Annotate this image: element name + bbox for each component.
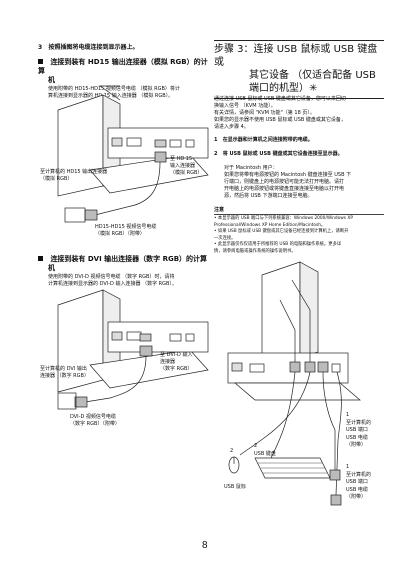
- mac-line-2: 如果您将带有电源按钮的 Macintosh 键盘连接至 USB 下: [224, 172, 352, 178]
- label-dvi-in-3: （数字 RGB）: [160, 365, 192, 372]
- usb-keyboard-label: USB 键盘: [254, 450, 276, 457]
- label-hd15-pc-1: 至计算机的 HD15 输出连接器: [40, 168, 107, 175]
- usb-pc-label-1b: USB 端口: [346, 426, 368, 433]
- section-dvi-title: 连接到装有 DVI 输出连接器（数字 RGB）的计算: [50, 255, 208, 263]
- note-line-6: 情，请参阅电脑或操作系统的操作说明书。: [214, 248, 296, 254]
- usb-pc-label-1a: 至计算机的: [346, 419, 371, 426]
- step-3-text: 按照插图将电缆连接到显示器上。: [48, 44, 139, 51]
- usb-step-2-text: 将 USB 鼠标或 USB 键盘或其它设备连接至显示器。: [222, 151, 343, 157]
- intro-line-1: 通过连接 USB 鼠标或 USB 键盘或其它设备，您可以来回切: [214, 96, 346, 102]
- usb-cable-label-2b: （附带）: [346, 493, 366, 500]
- mac-line-4: 开电脑上的电源按钮或将键盘直接连接至电脑以打开电: [224, 186, 345, 192]
- intro-line-2: 换输入信号 （KVM 功能）。: [214, 103, 276, 109]
- usb-num-1a: 1: [346, 412, 349, 418]
- usb-step-1-text: 在显示器和计算机之间连接附带的电缆。: [222, 137, 313, 143]
- section-dvi-body-1: 使用附带的 DVI-D 视频信号电缆 （数字 RGB）时，请将: [48, 274, 175, 280]
- usb-step-heading: 步骤 3：连接 USB 鼠标或 USB 键盘或 其它设备 （仅适合配备 USB …: [214, 40, 384, 99]
- label-dvi-pc-1: 至计算机的 DVI 输出: [40, 365, 87, 372]
- usb-pc-label-2b: USB 端口: [346, 478, 368, 485]
- usb-num-2b: 2: [230, 448, 233, 454]
- label-dvi-in-1: 至 DVI-D 输入: [160, 351, 193, 358]
- section-dvi: 连接到装有 DVI 输出连接器（数字 RGB）的计算 机 使用附带的 DVI-D…: [38, 255, 208, 288]
- label-dvi-in-2: 连接器: [160, 358, 175, 365]
- page-number: 8: [202, 540, 208, 551]
- macintosh-note: 对于 Macintosh 用户： 如果您将带有电源按钮的 Macintosh 键…: [224, 165, 386, 200]
- section-hd15: 连接到装有 HD15 输出连接器（模拟 RGB）的计算 机 使用附带的 HD15…: [38, 58, 208, 100]
- usb-cable-label-2a: USB 电缆: [346, 486, 368, 493]
- bullet-square: [38, 256, 43, 261]
- usb-step-2: 2 将 USB 鼠标或 USB 键盘或其它设备连接至显示器。: [214, 151, 384, 158]
- notes-title: 注意: [214, 207, 384, 215]
- section-hd15-title: 连接到装有 HD15 输出连接器（模拟 RGB）的计算: [38, 58, 208, 75]
- usb-step-1-num: 1: [214, 137, 218, 143]
- usb-cable-label-1b: （附带）: [346, 441, 366, 448]
- notes-block: 注意 • 本显示器的 USB 端口与下列系统兼容：Windows 2000/Wi…: [214, 207, 390, 255]
- label-hd15-in-1: 至 HD 15: [170, 156, 192, 162]
- note-line-1: • 本显示器的 USB 端口与下列系统兼容：Windows 2000/Windo…: [214, 216, 353, 221]
- label-dvi-cable-2: （数字 RGB）（附带）: [70, 420, 120, 427]
- note-line-4: 一次连接。: [214, 235, 236, 241]
- heading-line-1: 步骤 3：连接 USB 鼠标或 USB 键盘或: [214, 44, 378, 68]
- section-hd15-body-1: 使用附带的 HD15-HD15 视频信号电缆 （模拟 RGB）将计: [48, 86, 180, 92]
- usb-num-1b: 1: [346, 464, 349, 470]
- label-dvi-pc-2: 连接器 （数字 RGB）: [40, 372, 89, 379]
- note-line-5: • 此显示器仅作仅适用于所推荐的 USB 的电脑和操作系统。更多详: [214, 242, 342, 247]
- mac-line-3: 行端口，则键盘上的电源按钮可能无法打开电脑。请打: [224, 179, 345, 185]
- usb-pc-label-2a: 至计算机的: [346, 471, 371, 478]
- usb-mouse-label: USB 鼠标: [224, 483, 246, 490]
- note-line-3: • 如果 USB 鼠标或 USB 键盘或其它设备已经连接到计算机上，请断开: [214, 229, 349, 234]
- label-hd15-cable-1: HD15-HD15 视频信号电缆: [95, 223, 156, 230]
- section-hd15-body-2: 算机连接到显示器的 HD 15 输入连接器 （模拟 RGB）。: [48, 93, 174, 99]
- label-dvi-cable-1: DVI-D 视频信号电缆: [70, 413, 116, 420]
- section-hd15-title-2: 机: [48, 76, 55, 84]
- usb-num-2a: 2: [254, 443, 257, 449]
- section-dvi-body-2: 计算机连接到显示器的 DVI-D 输入连接器 （数字 RGB）。: [48, 281, 177, 287]
- label-hd15-in-3: （模拟 RGB）: [170, 169, 202, 176]
- mac-line-5: 源，然后将 USB 下游端口连接至电脑。: [224, 193, 313, 199]
- usb-intro: 通过连接 USB 鼠标或 USB 键盘或其它设备，您可以来回切 换输入信号 （K…: [214, 96, 384, 131]
- intro-line-4: 如果您的显示器不使用 USB 鼠标或 USB 键盘或其它设备，: [214, 117, 346, 123]
- heading-line-3: 端口的机型）✳: [249, 83, 318, 94]
- usb-step-1: 1 在显示器和计算机之间连接附带的电缆。: [214, 137, 384, 144]
- label-hd15-pc-2: （模拟 RGB）: [40, 175, 72, 182]
- usb-cable-label-1a: USB 电缆: [346, 434, 368, 441]
- label-hd15-cable-2: （模拟 RGB）（附带）: [95, 230, 145, 237]
- step-3-num: 3: [38, 44, 43, 51]
- usb-step-2-num: 2: [214, 151, 218, 157]
- heading-line-2: 其它设备 （仅适合配备 USB: [249, 70, 376, 81]
- label-hd15-in-2: 输入连接器: [170, 162, 195, 169]
- note-line-2: Professional/Windows XP Home Edition/Mac…: [214, 222, 326, 228]
- mac-line-1: 对于 Macintosh 用户：: [224, 165, 278, 171]
- section-dvi-title-2: 机: [48, 264, 55, 272]
- intro-line-3: 有关详情，请参阅 "KVM 功能"（第 18 页）。: [214, 110, 315, 116]
- bullet-square: [38, 59, 43, 64]
- step-3: 3 按照插图将电缆连接到显示器上。: [38, 44, 138, 52]
- intro-line-5: 请进入步骤 4。: [214, 124, 249, 130]
